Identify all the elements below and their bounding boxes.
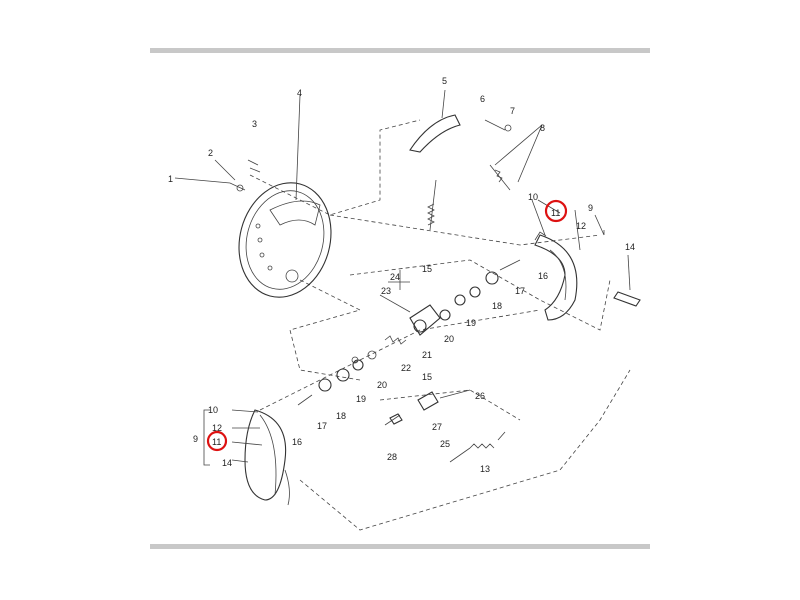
label-15-a: 15 <box>422 264 432 274</box>
label-17-left: 17 <box>317 421 327 431</box>
label-11-right: 11 <box>551 208 560 218</box>
left-brake-shoe <box>244 409 290 506</box>
label-16-right: 16 <box>538 271 548 281</box>
label-17-right: 17 <box>515 286 525 296</box>
label-24: 24 <box>390 272 400 282</box>
label-15-b: 15 <box>422 372 432 382</box>
label-26: 26 <box>475 391 485 401</box>
backing-plate <box>238 94 332 298</box>
label-11-left: 11 <box>212 437 221 447</box>
label-7: 7 <box>510 106 515 116</box>
bottom-border-rule <box>150 544 650 549</box>
highlight-circle-right <box>544 199 568 223</box>
top-border-rule <box>150 48 650 53</box>
label-14-left: 14 <box>222 458 232 468</box>
adjuster-assembly <box>384 389 471 426</box>
label-19-right: 19 <box>466 318 476 328</box>
left-piston-parts <box>297 359 364 406</box>
highlight-circle-left <box>206 430 228 452</box>
label-3: 3 <box>252 119 257 129</box>
label-10-right: 10 <box>528 192 538 202</box>
hold-down-hardware <box>174 159 261 192</box>
label-9-right: 9 <box>588 203 593 213</box>
label-8: 8 <box>540 123 545 133</box>
springs-and-pins <box>427 119 543 231</box>
label-14-right: 14 <box>625 242 635 252</box>
leader-lines <box>203 199 605 466</box>
label-25: 25 <box>440 439 450 449</box>
label-16-left: 16 <box>292 437 302 447</box>
label-13: 13 <box>480 464 490 474</box>
label-12-right: 12 <box>576 221 586 231</box>
assembly-dashed-frame <box>249 119 631 531</box>
label-2: 2 <box>208 148 213 158</box>
actuator-lever <box>409 89 461 153</box>
label-27: 27 <box>432 422 442 432</box>
label-20-left: 20 <box>377 380 387 390</box>
label-10-left: 10 <box>208 405 218 415</box>
label-12-left: 12 <box>212 423 222 433</box>
wheel-cylinder <box>351 259 521 364</box>
bleeder-screw <box>613 254 641 307</box>
label-1: 1 <box>168 174 173 184</box>
part-number-labels: 1 2 3 4 5 6 7 8 10 11 9 12 14 16 17 18 1… <box>168 76 635 474</box>
label-28: 28 <box>387 452 397 462</box>
label-4: 4 <box>297 88 302 98</box>
right-brake-shoe <box>534 231 578 321</box>
label-23: 23 <box>381 286 391 296</box>
label-6: 6 <box>480 94 485 104</box>
label-5: 5 <box>442 76 447 86</box>
label-20-right: 20 <box>444 334 454 344</box>
return-spring <box>449 431 506 463</box>
label-18-right: 18 <box>492 301 502 311</box>
label-9-left: 9 <box>193 434 198 444</box>
label-22: 22 <box>401 363 411 373</box>
label-18-left: 18 <box>336 411 346 421</box>
label-21: 21 <box>422 350 432 360</box>
label-19-left: 19 <box>356 394 366 404</box>
